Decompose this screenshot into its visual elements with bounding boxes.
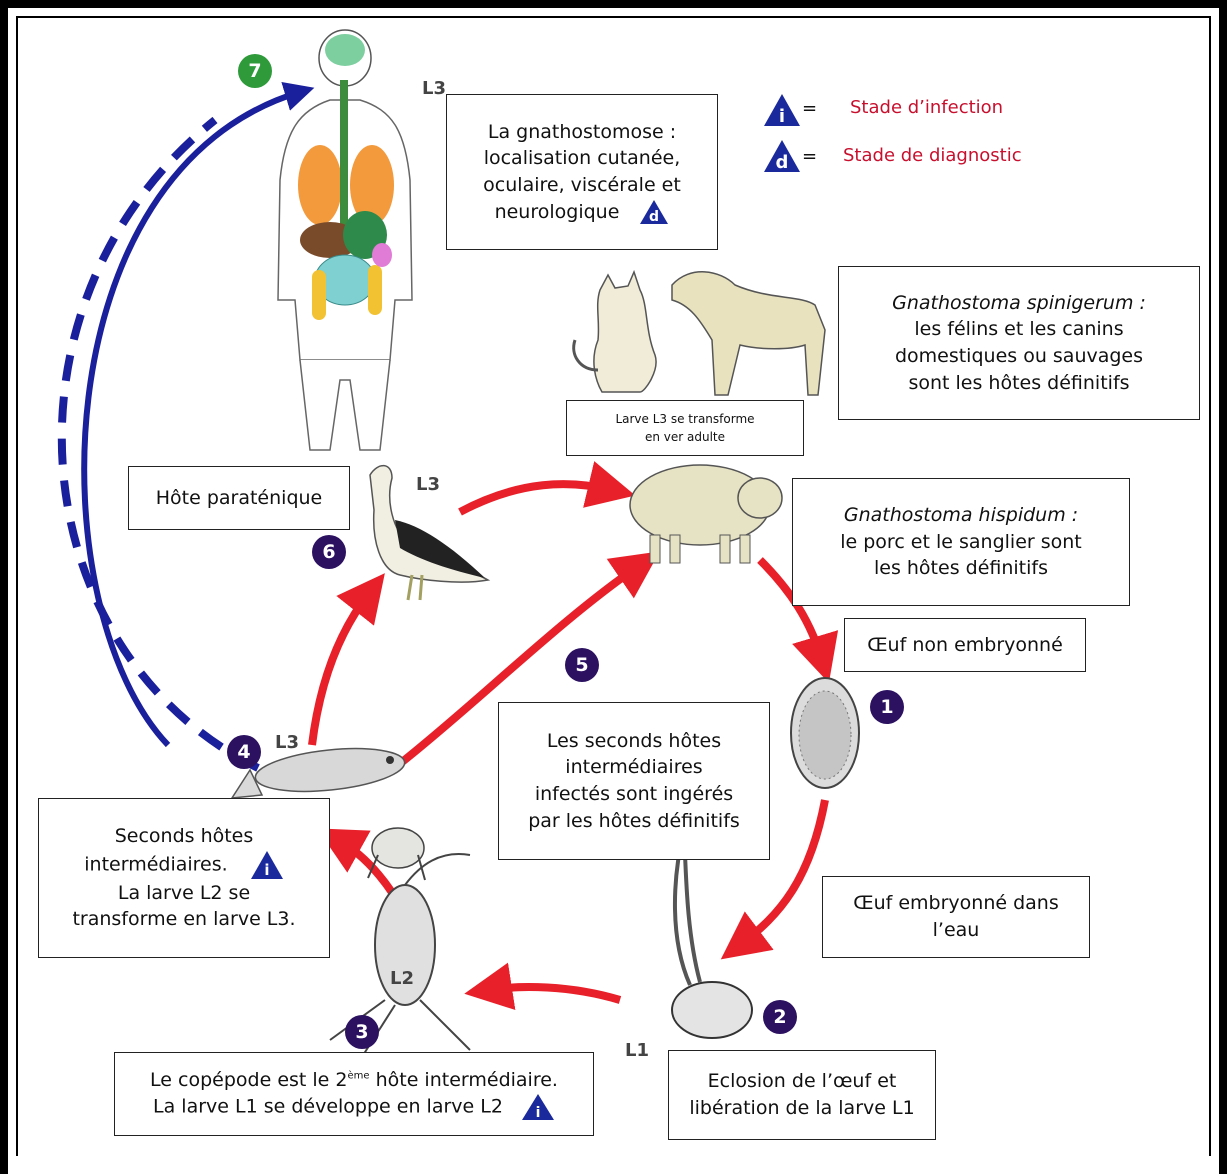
- infection-stage-icon: i: [762, 92, 802, 128]
- dog-illustration: [672, 272, 825, 395]
- red-arrow-hatch-to-copepod: [488, 987, 620, 1000]
- pig-illustration: [630, 465, 782, 563]
- legend-equals-1: =: [802, 98, 817, 119]
- stage-1-marker: 1: [870, 690, 904, 724]
- hote-paratenique-box: Hôte paraténique: [128, 466, 350, 530]
- svg-text:i: i: [779, 106, 785, 127]
- infection-triangle-icon-2: i: [521, 1093, 555, 1121]
- svg-text:i: i: [536, 1105, 541, 1121]
- svg-text:i: i: [264, 861, 269, 879]
- legend-infection-text: Stade d’infection: [850, 97, 1003, 118]
- larva-label-hatch: L1: [625, 1040, 649, 1061]
- stage-3-marker: 3: [345, 1015, 379, 1049]
- stage-5-marker: 5: [565, 648, 599, 682]
- unembryonated-egg-illustration: [791, 678, 859, 788]
- gnathostomose-box: La gnathostomose : localisation cutanée,…: [446, 94, 718, 250]
- larva-label-copepod: L2: [390, 968, 414, 989]
- svg-text:d: d: [649, 209, 659, 225]
- oeuf-embryonne-box: Œuf embryonné dans l’eau: [822, 876, 1090, 958]
- legend-diagnostic-text: Stade de diagnostic: [843, 145, 1022, 166]
- stage-4-marker: 4: [227, 735, 261, 769]
- larve-l3-box: Larve L3 se transforme en ver adulte: [566, 400, 804, 456]
- svg-text:d: d: [776, 152, 789, 173]
- seconds-hotes-ingeres-box: Les seconds hôtes intermédiaires infecté…: [498, 702, 770, 860]
- legend-equals-2: =: [802, 146, 817, 167]
- eclosion-box: Eclosion de l’œuf et libération de la la…: [668, 1050, 936, 1140]
- red-arrow-bird-to-pig: [460, 484, 612, 512]
- larva-label-human: L3: [422, 78, 446, 99]
- larva-label-bird: L3: [416, 474, 440, 495]
- blue-dashed-arrow: [62, 120, 258, 768]
- blue-solid-arrow: [84, 92, 300, 745]
- spinigerum-box: Gnathostoma spinigerum : les félins et l…: [838, 266, 1200, 420]
- seconds-hotes-box: Seconds hôtes intermédiaires. i La larve…: [38, 798, 330, 958]
- infection-triangle-icon: i: [250, 850, 284, 880]
- diagnostic-triangle-icon: d: [639, 199, 669, 225]
- oeuf-non-embryonne-box: Œuf non embryonné: [844, 618, 1086, 672]
- stage-2-marker: 2: [763, 1000, 797, 1034]
- diagnostic-stage-icon: d: [762, 138, 802, 174]
- hatching-egg-illustration: [672, 830, 752, 1038]
- stage-7-marker: 7: [238, 54, 272, 88]
- red-arrow-fish-to-bird: [312, 592, 370, 745]
- hispidum-box: Gnathostoma hispidum : le porc et le san…: [792, 478, 1130, 606]
- cat-illustration: [574, 272, 656, 392]
- larva-label-fish: L3: [275, 732, 299, 753]
- stage-6-marker: 6: [312, 535, 346, 569]
- copepode-box: Le copépode est le 2ème hôte intermédiai…: [114, 1052, 594, 1136]
